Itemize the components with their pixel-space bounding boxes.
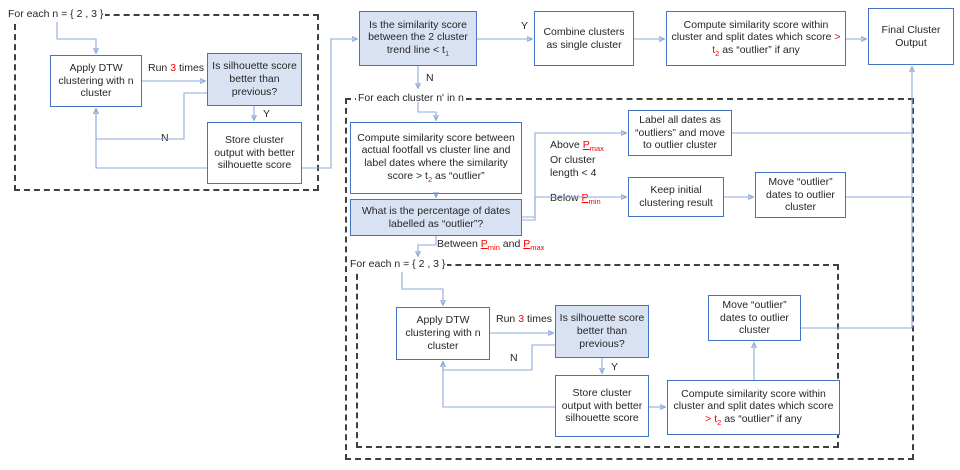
node-move-outlier-bottom[interactable]: Move “outlier” dates to outlier cluster: [708, 295, 801, 341]
node-move-outlier-mid[interactable]: Move “outlier” dates to outlier cluster: [755, 172, 846, 218]
edge-label-n-bottom: N: [510, 352, 518, 364]
node-combine-clusters[interactable]: Combine clusters as single cluster: [534, 11, 634, 66]
container-label-outer-loop-top-left: For each n = { 2 , 3 }: [6, 8, 106, 20]
edge-label-run-times-top: Run 3 times: [148, 62, 205, 74]
node-store-cluster-bottom[interactable]: Store cluster output with better silhoue…: [555, 375, 649, 437]
edge-label-y-top: Y: [263, 108, 271, 120]
edge-label-y-bottom: Y: [611, 361, 619, 373]
node-apply-dtw-top[interactable]: Apply DTW clustering with n cluster: [50, 55, 142, 107]
node-label-all-outliers[interactable]: Label all dates as “outliers” and move t…: [628, 110, 732, 156]
edge-label-y-trendline: Y: [521, 20, 529, 32]
edge-label-below-pmin: Below Pmin: [550, 192, 601, 207]
dashed-container-inner-loop-bottom: [356, 264, 839, 448]
node-similarity-trendline[interactable]: Is the similarity score between the 2 cl…: [359, 11, 477, 66]
node-compute-within-bottom[interactable]: Compute similarity score within cluster …: [667, 380, 840, 435]
node-silhouette-check-top[interactable]: Is silhouette score better than previous…: [207, 53, 302, 106]
node-apply-dtw-bottom[interactable]: Apply DTW clustering with n cluster: [396, 307, 490, 360]
node-compute-similarity-footfall[interactable]: Compute similarity score between actual …: [350, 122, 522, 194]
edge-label-n-trendline: N: [426, 72, 434, 84]
container-label-inner-loop-bottom: For each n = { 2 , 3 }: [348, 258, 448, 270]
node-final-cluster-output[interactable]: Final Cluster Output: [868, 8, 954, 65]
node-keep-initial-clustering[interactable]: Keep initial clustering result: [628, 177, 724, 217]
container-label-cluster-loop: For each cluster n' in n: [356, 92, 466, 104]
edge-label-between-pmin-pmax: Between Pmin and Pmax: [437, 238, 545, 253]
node-store-cluster-top[interactable]: Store cluster output with better silhoue…: [207, 122, 302, 184]
edge-label-n-top: N: [161, 132, 169, 144]
dashed-container-cluster-loop: [345, 98, 914, 460]
node-silhouette-check-bottom[interactable]: Is silhouette score better than previous…: [555, 305, 649, 358]
node-percentage-question[interactable]: What is the percentage of dates labelled…: [350, 199, 522, 236]
node-compute-within-top[interactable]: Compute similarity score within cluster …: [666, 11, 846, 66]
edge-label-run-times-bottom: Run 3 times: [496, 313, 553, 325]
